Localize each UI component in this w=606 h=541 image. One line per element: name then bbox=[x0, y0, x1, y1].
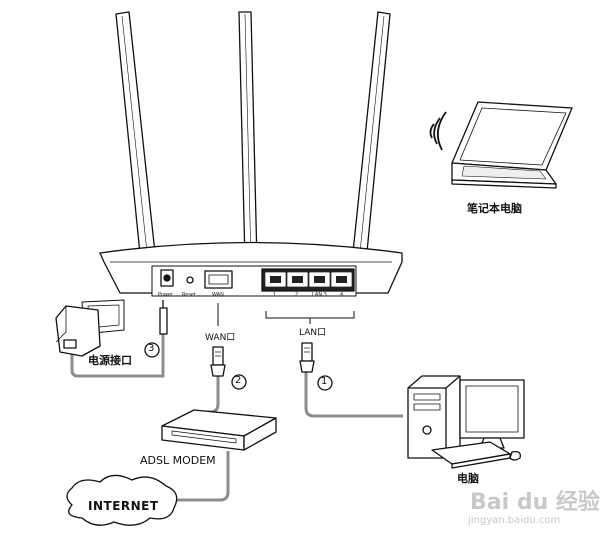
wifi-icon bbox=[429, 111, 447, 151]
step-3-circle bbox=[144, 342, 160, 358]
lan-port-number-4: 4 bbox=[340, 292, 344, 298]
step-2-circle bbox=[231, 374, 247, 390]
antenna-right bbox=[351, 11, 391, 263]
step-1-circle bbox=[317, 375, 333, 391]
watermark-url: jingyan.baidu.com bbox=[468, 515, 561, 526]
power-port-label: Power bbox=[158, 292, 174, 298]
lan-cable-connector bbox=[299, 342, 315, 373]
lan-port-callout: LAN口 bbox=[299, 328, 327, 338]
reset-port-label: Reset bbox=[182, 292, 196, 298]
antenna-left bbox=[115, 11, 157, 265]
wan-port-callout: WAN口 bbox=[205, 333, 236, 343]
laptop-label: 笔记本电脑 bbox=[467, 202, 522, 215]
lan-port-number-1: 1 bbox=[273, 292, 277, 298]
modem-label: ADSL MODEM bbox=[140, 454, 216, 467]
antenna-center bbox=[238, 11, 258, 263]
internet-cloud bbox=[66, 474, 178, 526]
adsl-modem bbox=[161, 409, 277, 451]
desktop-computer bbox=[407, 375, 525, 469]
router-body bbox=[99, 241, 403, 297]
step-2-number: 2 bbox=[235, 375, 242, 386]
lan-port-number-2: 2 bbox=[295, 292, 299, 298]
wan-port-label: WAN bbox=[212, 292, 224, 298]
step-3-number: 3 bbox=[148, 343, 155, 354]
laptop bbox=[451, 101, 573, 189]
dc-power-plug bbox=[159, 300, 168, 335]
lan-port-number-3: LAN 3 bbox=[312, 292, 327, 298]
desktop-label: 电脑 bbox=[457, 472, 479, 485]
wan-cable-connector bbox=[210, 346, 226, 377]
watermark-brand: Bai du 经验 bbox=[470, 490, 600, 515]
reset-hole bbox=[186, 276, 194, 284]
internet-label: INTERNET bbox=[88, 499, 159, 513]
step-1-number: 1 bbox=[321, 376, 328, 387]
power-adapter bbox=[55, 299, 125, 357]
power-adapter-label: 电源接口 bbox=[88, 354, 132, 367]
